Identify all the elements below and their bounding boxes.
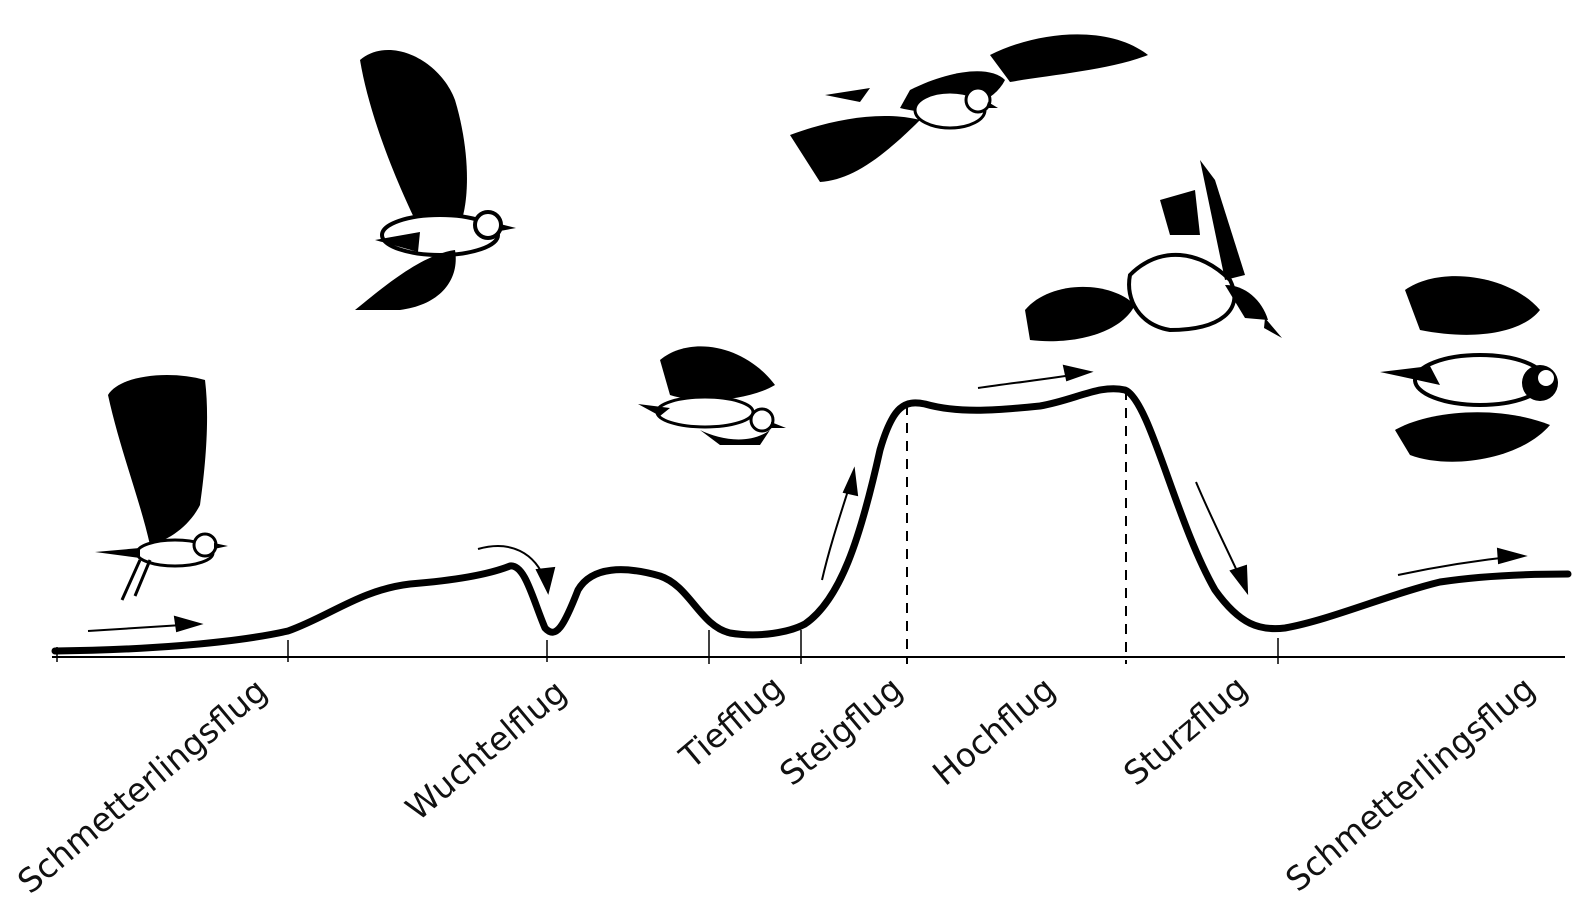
lapwing-bird-icon <box>790 34 1148 182</box>
arrow-right-icon <box>1398 549 1524 575</box>
phase-label-hochflug: Hochflug <box>925 669 1062 793</box>
lapwing-bird-icon <box>1025 160 1282 341</box>
arrow-right-icon <box>978 366 1090 388</box>
lapwing-bird-icon <box>638 346 786 445</box>
phase-label-sturzflug: Sturzflug <box>1116 668 1255 793</box>
phase-label-tiefflug: Tiefflug <box>671 668 791 777</box>
arrow-right-icon <box>88 617 200 631</box>
direction-arrows <box>88 366 1524 631</box>
arrow-up-icon <box>822 470 857 580</box>
phase-label-schmetterlingsflug: Schmetterlingsflug <box>10 671 274 902</box>
phase-label-steigflug: Steigflug <box>772 669 910 793</box>
phase-label-schmetterlingsflug-end: Schmetterlingsflug <box>1278 669 1542 900</box>
lapwing-bird-icon <box>1380 276 1558 462</box>
phase-label-wuchtelflug: Wuchtelflug <box>398 672 574 828</box>
lapwing-bird-icon <box>95 375 228 600</box>
lapwing-bird-icon <box>355 50 516 310</box>
phase-boundary-ticks <box>57 630 1278 664</box>
flight-path-curve <box>55 389 1568 651</box>
